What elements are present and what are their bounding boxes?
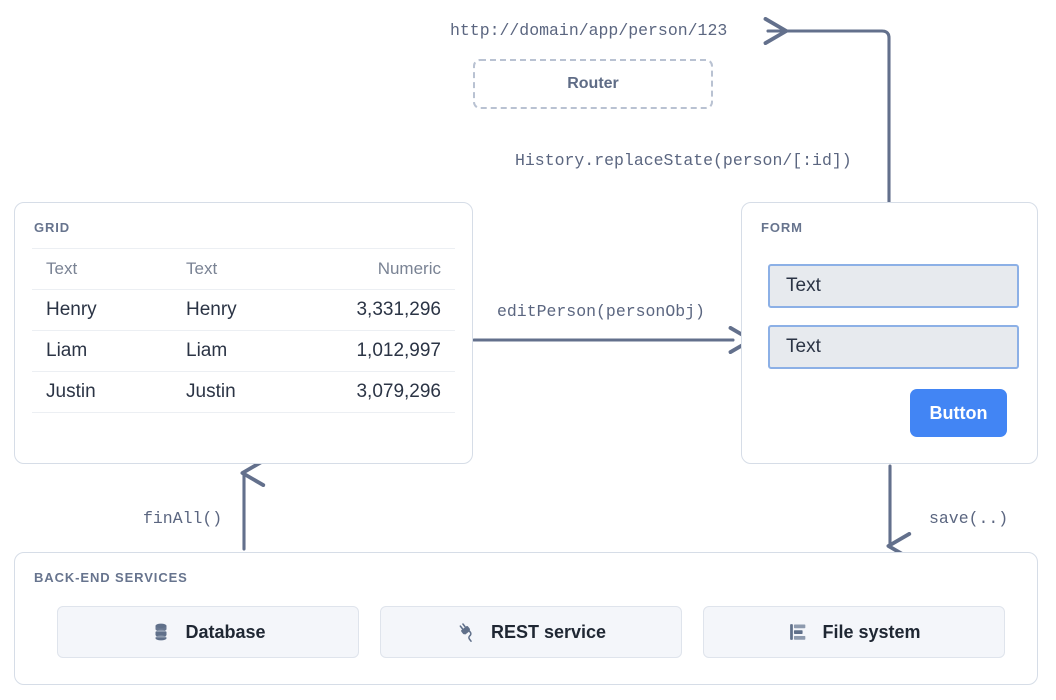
form-panel: FORM Text Text Button <box>741 202 1038 464</box>
column-header-text-2[interactable]: Text <box>172 248 309 290</box>
grid-panel: GRID Text Text Numeric Henry Henry 3,331… <box>14 202 473 464</box>
table-row[interactable]: Justin Justin 3,079,296 <box>32 371 455 413</box>
service-card-file-system[interactable]: File system <box>703 606 1005 658</box>
service-label: Database <box>185 621 266 642</box>
connector-label-find-all: finAll() <box>143 509 223 528</box>
cell-name: Liam <box>32 330 172 372</box>
connector-label-history: History.replaceState(person/[:id]) <box>515 151 852 170</box>
router-label: Router <box>567 75 619 92</box>
cell-name-2: Justin <box>172 371 309 413</box>
connector-label-save: save(..) <box>929 509 1009 528</box>
grid-table: Text Text Numeric Henry Henry 3,331,296 … <box>32 248 455 413</box>
cell-name: Justin <box>32 371 172 413</box>
column-header-numeric[interactable]: Numeric <box>309 248 455 290</box>
router-box[interactable]: Router <box>473 59 713 109</box>
cell-name: Henry <box>32 289 172 331</box>
form-text-input-2[interactable]: Text <box>768 325 1019 369</box>
form-panel-label: FORM <box>761 220 803 235</box>
column-header-text-1[interactable]: Text <box>32 248 172 290</box>
service-card-database[interactable]: Database <box>57 606 359 658</box>
backend-services-panel: BACK-END SERVICES Database <box>14 552 1038 685</box>
form-submit-button[interactable]: Button <box>910 389 1007 437</box>
grid-panel-label: GRID <box>34 220 71 235</box>
cell-numeric: 3,079,296 <box>309 371 455 413</box>
table-row[interactable]: Henry Henry 3,331,296 <box>32 289 455 331</box>
connector-label-edit-person: editPerson(personObj) <box>497 302 705 321</box>
cell-numeric: 1,012,997 <box>309 330 455 372</box>
table-header-row: Text Text Numeric <box>32 248 455 290</box>
cell-name-2: Liam <box>172 330 309 372</box>
service-label: File system <box>822 621 921 642</box>
form-text-input-1[interactable]: Text <box>768 264 1019 308</box>
cell-name-2: Henry <box>172 289 309 331</box>
url-text: http://domain/app/person/123 <box>450 21 728 40</box>
service-card-row: Database REST service <box>57 606 1005 658</box>
backend-services-label: BACK-END SERVICES <box>34 570 188 585</box>
cell-numeric: 3,331,296 <box>309 289 455 331</box>
database-icon <box>150 621 172 643</box>
service-label: REST service <box>490 621 607 642</box>
file-system-icon <box>787 621 809 643</box>
service-card-rest-service[interactable]: REST service <box>380 606 682 658</box>
plug-icon <box>456 621 478 643</box>
table-row[interactable]: Liam Liam 1,012,997 <box>32 330 455 372</box>
